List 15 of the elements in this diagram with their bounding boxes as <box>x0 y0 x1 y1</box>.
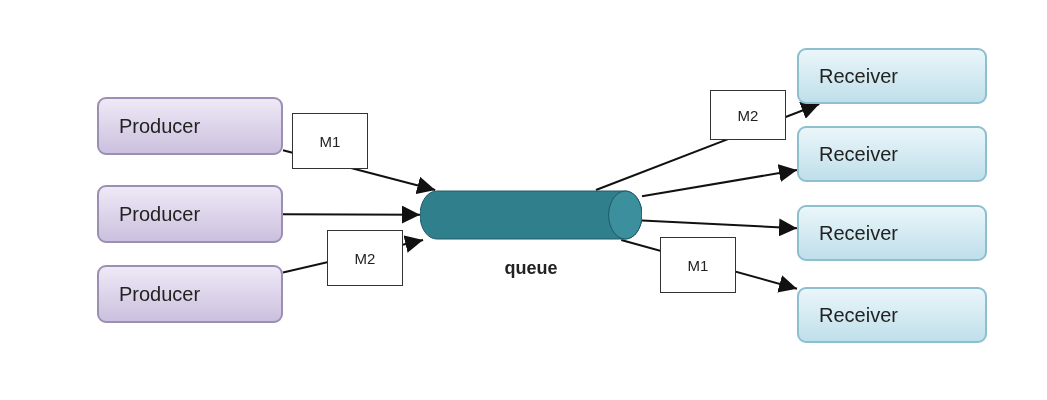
receiver-box: Receiver <box>797 287 987 343</box>
message-box: M2 <box>327 230 403 286</box>
arrow <box>641 218 798 237</box>
message-box: M1 <box>660 237 736 293</box>
message-box: M1 <box>292 113 368 169</box>
queue-label: queue <box>503 258 559 279</box>
producer-box: Producer <box>97 265 283 323</box>
receiver-box: Receiver <box>797 126 987 182</box>
message-box: M2 <box>710 90 786 140</box>
producer-box: Producer <box>97 185 283 243</box>
arrow <box>641 164 798 198</box>
receiver-box: Receiver <box>797 48 987 104</box>
receiver-box: Receiver <box>797 205 987 261</box>
arrow <box>282 205 421 224</box>
producer-box: Producer <box>97 97 283 155</box>
